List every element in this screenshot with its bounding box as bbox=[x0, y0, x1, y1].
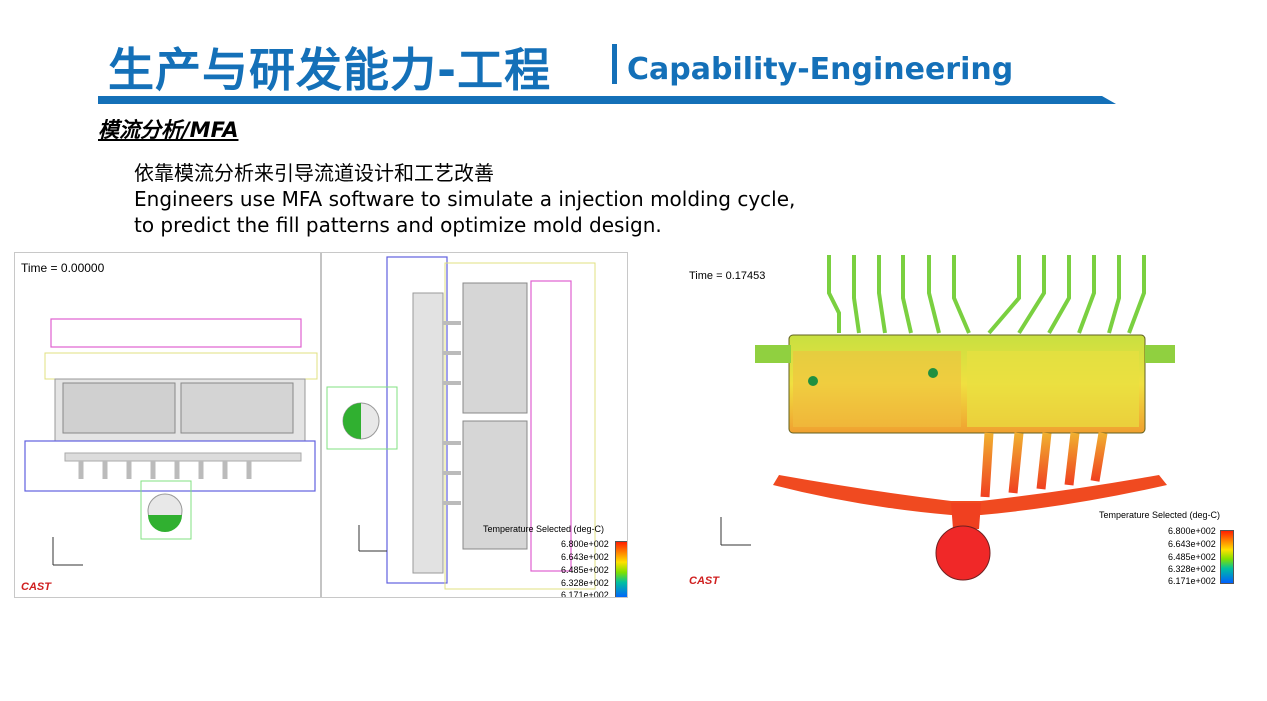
simulation-time: Time = 0.00000 bbox=[21, 261, 105, 275]
legend-value: 6.485e+002 bbox=[561, 565, 609, 575]
legend-value: 6.800e+002 bbox=[1168, 526, 1216, 536]
mfa-simulation-filling: Time = 0.17453 Temperature Selected (deg… bbox=[689, 253, 1239, 599]
page-title: 生产与研发能力-工程 bbox=[108, 43, 552, 97]
legend-value: 6.800e+002 bbox=[561, 539, 609, 549]
description-en-line2: to predict the fill patterns and optimiz… bbox=[134, 213, 662, 237]
temperature-color-scale bbox=[1220, 530, 1234, 584]
legend-title: Temperature Selected (deg-C) bbox=[483, 524, 605, 534]
title-divider bbox=[612, 44, 617, 84]
legend-value: 6.643e+002 bbox=[561, 552, 609, 562]
legend-title: Temperature Selected (deg-C) bbox=[1099, 510, 1221, 520]
mold-mesh-views bbox=[24, 253, 596, 597]
temperature-color-scale bbox=[615, 541, 627, 597]
flow3d-cast-logo: CAST bbox=[21, 581, 51, 593]
description-cn: 依靠模流分析来引导流道设计和工艺改善 bbox=[134, 161, 494, 185]
section-description: 依靠模流分析来引导流道设计和工艺改善 Engineers use MFA sof… bbox=[134, 160, 795, 238]
legend-value: 6.171e+002 bbox=[1168, 576, 1216, 586]
legend-value: 6.485e+002 bbox=[1168, 552, 1216, 562]
legend-value: 6.171e+002 bbox=[561, 590, 609, 598]
description-en-line1: Engineers use MFA software to simulate a… bbox=[134, 187, 796, 211]
legend-value: 6.643e+002 bbox=[1168, 539, 1216, 549]
header-rule bbox=[98, 96, 1116, 104]
legend-value: 6.328e+002 bbox=[1168, 564, 1216, 574]
legend-value: 6.328e+002 bbox=[561, 578, 609, 588]
mold-temperature-view bbox=[720, 255, 1175, 581]
simulation-time: Time = 0.17453 bbox=[689, 270, 766, 282]
page-title-english: Capability-Engineering bbox=[627, 52, 1014, 87]
flow3d-cast-logo: CAST bbox=[689, 575, 719, 587]
mfa-simulation-initial: Time = 0.00000 Temperature Selected (deg… bbox=[14, 252, 628, 598]
section-heading: 模流分析/MFA bbox=[98, 118, 239, 142]
